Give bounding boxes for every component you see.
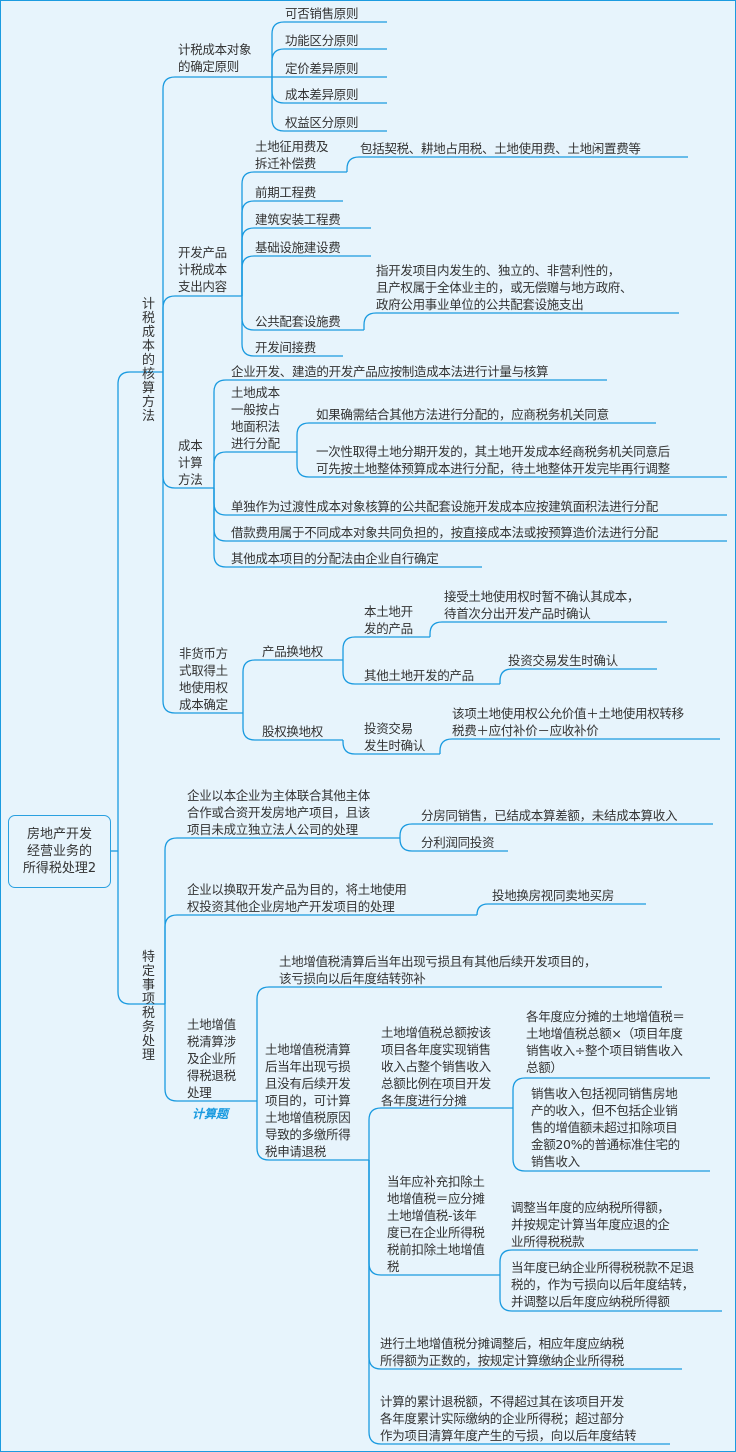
node-product-swap[interactable]: 产品换地权 <box>262 644 324 659</box>
connector-line <box>342 636 430 660</box>
branch-special-matters[interactable]: 特定事项税务处理 <box>141 950 155 1063</box>
connector-line <box>363 312 679 330</box>
connector-line <box>271 21 387 77</box>
leaf-other-land-note[interactable]: 投资交易发生时确认 <box>508 653 618 668</box>
leaf-land-cost[interactable]: 一次性取得土地分期开发的，其土地开发成本经商税务机关同意后 可先按土地整体预算成… <box>316 444 670 476</box>
leaf-with-followup[interactable]: 土地增值税清算后当年出现亏损且有其他后续开发项目的， 该亏损向以后年度结转弥补 <box>279 954 597 986</box>
branch-cost-accounting[interactable]: 计税成本的核算方法 <box>141 297 155 424</box>
connector-line <box>117 851 165 1005</box>
connector-line <box>342 740 440 755</box>
connector-line <box>164 1004 257 1102</box>
node-public-facility-fee[interactable]: 公共配套设施费 <box>255 314 341 329</box>
connector-line <box>256 1101 369 1161</box>
connector-line <box>429 621 667 637</box>
connector-line <box>499 1275 722 1312</box>
connector-line <box>499 668 657 684</box>
connector-line <box>342 660 500 685</box>
connector-line <box>242 659 343 713</box>
leaf-equity-note[interactable]: 该项土地使用权公允价值＋土地使用权转移 税费＋应付补价－应收补价 <box>452 706 684 738</box>
leaf-insufficient[interactable]: 当年度已纳企业所得税税款不足退 税的，作为亏损向以后年度结转， 并调整以后年度应… <box>511 1260 695 1309</box>
connector-line <box>213 379 607 488</box>
leaf-land-swap-note[interactable]: 投地换房视同卖地买房 <box>492 888 615 903</box>
node-lvt-refund[interactable]: 土地增值 税清算涉 及企业所 得税退税 处理 <box>187 1017 236 1100</box>
leaf-public-facility-note[interactable]: 指开发项目内发生的、独立的、非营利性的， 且产权属于全体业主的，或无偿赠与地方政… <box>376 263 633 312</box>
leaf-calc[interactable]: 其他成本项目的分配法由企业自行确定 <box>231 551 439 566</box>
connector-line <box>241 296 343 357</box>
connector-line <box>162 372 243 714</box>
node-other-land[interactable]: 其他土地开发的产品 <box>364 668 474 683</box>
leaf-principle[interactable]: 功能区分原则 <box>285 33 359 48</box>
leaf-refund-cap[interactable]: 计算的累计退税额，不得超过其在该项目开发 各年度累计实际缴纳的企业所得税；超过部… <box>380 1394 637 1443</box>
node-dev-cost[interactable]: 开发产品 计税成本 支出内容 <box>178 245 227 294</box>
node-cost-object[interactable]: 计税成本对象 的确定原则 <box>178 42 252 74</box>
connector-line <box>296 422 656 452</box>
leaf-revenue-note[interactable]: 销售收入包括视同销售房地 产的收入，但不包括企业销 售的增值额未超过扣除项目 金… <box>531 1086 680 1169</box>
node-allocation[interactable]: 土地增值税总额按该 项目各年度实现销售 收入占整个销售收入 总额比例在项目开发 … <box>381 1025 491 1108</box>
node-land-swap[interactable]: 企业以换取开发产品为目的，将土地使用 权投资其他企业房地产开发项目的处理 <box>187 882 407 914</box>
node-no-followup[interactable]: 土地增值税清算 后当年出现亏损 且没有后续开发 项目的，可计算 土地增值税原因 … <box>265 1042 351 1159</box>
leaf-adjust[interactable]: 调整当年度的应纳税所得额， 并按规定计算当年度应退的企 业所得税税款 <box>511 1200 670 1249</box>
node-land-cost[interactable]: 土地成本 一般按占 地面积法 进行分配 <box>231 385 280 451</box>
leaf-calc[interactable]: 企业开发、建造的开发产品应按制造成本法进行计量与核算 <box>231 364 549 379</box>
calculation-tag: 计算题 <box>192 1107 229 1121</box>
connector-line <box>368 1107 513 1160</box>
node-own-land[interactable]: 本土地开 发的产品 <box>364 604 413 636</box>
leaf-principle[interactable]: 可否销售原则 <box>285 6 359 21</box>
connector-line <box>242 713 343 741</box>
connector-line <box>439 738 720 754</box>
node-indirect-fee[interactable]: 开发间接费 <box>255 340 317 355</box>
node-joint-dev[interactable]: 企业以本企业为主体联合其他主体 合作或合资开发房地产项目，且该 项目未成立独立法… <box>187 788 371 837</box>
root-node[interactable]: 房地产开发 经营业务的 所得税处理2 <box>8 815 111 888</box>
connector-line <box>241 200 343 296</box>
connector-line <box>368 1160 670 1445</box>
connector-line <box>271 48 387 77</box>
connector-line <box>346 156 688 172</box>
node-equity-swap[interactable]: 股权换地权 <box>262 724 324 739</box>
node-infrastructure-fee[interactable]: 基础设施建设费 <box>255 240 341 255</box>
leaf-allocation-formula[interactable]: 各年度应分摊的土地增值税＝ 土地增值税总额×（项目年度 销售收入÷整个项目销售收… <box>526 1009 685 1075</box>
connector-line <box>241 171 347 296</box>
leaf-land-fee-note[interactable]: 包括契税、耕地占用税、土地使用费、土地闲置费等 <box>360 141 641 156</box>
node-preliminary-fee[interactable]: 前期工程费 <box>255 185 317 200</box>
leaf-own-land-note[interactable]: 接受土地使用权时暂不确认其成本， 待首次分出开发产品时确认 <box>444 589 640 621</box>
connector-line <box>476 903 646 916</box>
node-land-fee[interactable]: 土地征用费及 拆迁补偿费 <box>255 139 329 171</box>
connector-line <box>162 76 272 372</box>
connector-line <box>164 837 400 1004</box>
leaf-principle[interactable]: 权益区分原则 <box>285 115 359 130</box>
connector-line <box>512 1077 710 1108</box>
connector-line <box>213 488 482 568</box>
connector-line <box>241 255 371 296</box>
leaf-joint[interactable]: 分利润同投资 <box>421 835 495 850</box>
connector-line <box>117 371 163 851</box>
connector-line <box>499 1249 698 1275</box>
connector-line <box>241 227 371 296</box>
connector-line <box>213 451 297 488</box>
connector-line <box>271 77 387 132</box>
connector-line <box>256 986 662 1101</box>
connector-line <box>399 823 713 838</box>
connector-line <box>399 838 508 852</box>
connector-line <box>512 1108 710 1172</box>
leaf-joint[interactable]: 分房同销售，已结成本算差额，未结成本算收入 <box>421 808 678 823</box>
connector-line <box>164 914 477 1004</box>
leaf-principle[interactable]: 成本差异原则 <box>285 87 359 102</box>
leaf-land-cost[interactable]: 如果确需结合其他方法进行分配的，应商税务机关同意 <box>316 407 609 422</box>
node-cost-calc[interactable]: 成本 计算 方法 <box>178 438 203 487</box>
leaf-calc[interactable]: 单独作为过渡性成本对象核算的公共配套设施开发成本应按建筑面积法进行分配 <box>231 499 659 514</box>
node-nonmonetary[interactable]: 非货币方 式取得土 地使用权 成本确定 <box>179 646 228 712</box>
leaf-positive[interactable]: 进行土地增值税分摊调整后，相应年度应纳税 所得额为正数的，按规定计算缴纳企业所得… <box>380 1336 625 1368</box>
node-supplement[interactable]: 当年应补充扣除土 地增值税＝应分摊 土地增值税-该年 度已在企业所得税 税前扣除… <box>387 1174 485 1274</box>
node-equity-timing[interactable]: 投资交易 发生时确认 <box>364 721 426 753</box>
leaf-principle[interactable]: 定价差异原则 <box>285 61 359 76</box>
leaf-calc[interactable]: 借款费用属于不同成本对象共同负担的，按直接成本法或按预算造价法进行分配 <box>231 525 659 540</box>
node-construction-fee[interactable]: 建筑安装工程费 <box>255 212 341 227</box>
connector-line <box>162 295 242 372</box>
connector-line <box>296 452 727 478</box>
